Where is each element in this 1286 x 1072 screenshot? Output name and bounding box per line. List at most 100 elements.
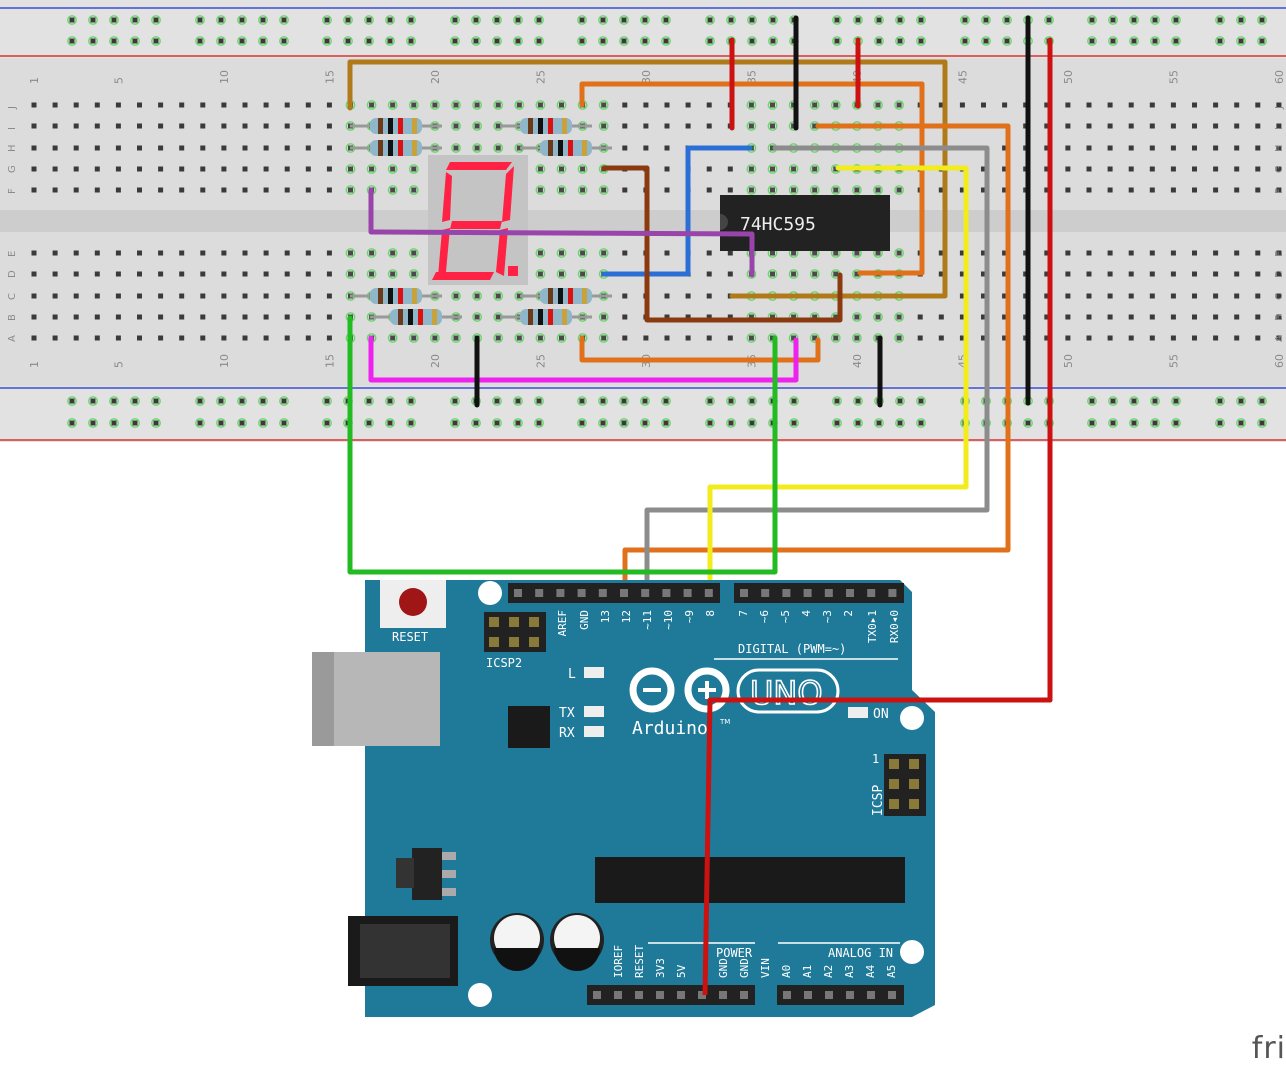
breadboard-hole[interactable]	[115, 102, 121, 108]
header-pin[interactable]	[514, 589, 522, 597]
header-pin[interactable]	[556, 589, 565, 597]
breadboard-hole[interactable]	[474, 102, 480, 108]
rail-hole[interactable]	[728, 420, 734, 426]
breadboard-hole[interactable]	[1002, 250, 1008, 256]
breadboard-hole[interactable]	[959, 102, 965, 108]
breadboard-hole[interactable]	[1234, 335, 1240, 341]
breadboard-hole[interactable]	[137, 166, 142, 172]
breadboard-hole[interactable]	[242, 293, 248, 299]
breadboard-hole[interactable]	[1128, 293, 1134, 299]
rail-hole[interactable]	[642, 398, 648, 404]
header-pin[interactable]	[888, 991, 896, 999]
breadboard-hole[interactable]	[495, 293, 501, 299]
breadboard-hole[interactable]	[432, 335, 438, 341]
rail-hole[interactable]	[1110, 17, 1116, 23]
rail-hole[interactable]	[197, 38, 203, 44]
breadboard-hole[interactable]	[263, 335, 269, 341]
rail-hole[interactable]	[1131, 17, 1137, 23]
breadboard-hole[interactable]	[73, 166, 79, 172]
breadboard-hole[interactable]	[748, 123, 754, 129]
header-pin[interactable]	[803, 589, 812, 597]
breadboard-hole[interactable]	[305, 250, 311, 256]
resistor[interactable]	[370, 309, 462, 325]
breadboard-hole[interactable]	[1086, 102, 1092, 108]
rail-hole[interactable]	[387, 17, 393, 23]
breadboard-hole[interactable]	[664, 102, 670, 108]
breadboard-hole[interactable]	[179, 250, 185, 256]
breadboard-hole[interactable]	[643, 123, 649, 129]
breadboard-hole[interactable]	[559, 102, 564, 108]
rail-hole[interactable]	[1217, 38, 1223, 44]
breadboard-hole[interactable]	[622, 187, 628, 193]
breadboard-hole[interactable]	[495, 314, 501, 320]
breadboard-hole[interactable]	[179, 123, 185, 129]
breadboard-hole[interactable]	[115, 293, 121, 299]
breadboard-hole[interactable]	[263, 166, 269, 172]
rail-hole[interactable]	[579, 420, 585, 426]
reset-button[interactable]	[399, 588, 427, 616]
breadboard-hole[interactable]	[158, 187, 164, 193]
breadboard-hole[interactable]	[1170, 250, 1176, 256]
breadboard-hole[interactable]	[959, 314, 965, 320]
breadboard-hole[interactable]	[221, 123, 227, 129]
breadboard-hole[interactable]	[263, 145, 269, 151]
breadboard-hole[interactable]	[242, 314, 248, 320]
rail-hole[interactable]	[897, 38, 903, 44]
breadboard-hole[interactable]	[1170, 314, 1176, 320]
breadboard-hole[interactable]	[115, 123, 121, 129]
breadboard-hole[interactable]	[31, 123, 37, 129]
wire-magenta-1[interactable]	[368, 335, 799, 383]
rail-hole[interactable]	[1259, 420, 1265, 426]
rail-hole[interactable]	[918, 17, 924, 23]
rail-hole[interactable]	[749, 38, 755, 44]
breadboard-hole[interactable]	[622, 123, 628, 129]
rail-hole[interactable]	[600, 38, 606, 44]
breadboard-hole[interactable]	[1149, 123, 1155, 129]
rail-hole[interactable]	[1110, 398, 1116, 404]
breadboard-hole[interactable]	[938, 314, 944, 320]
breadboard-hole[interactable]	[1213, 250, 1219, 256]
breadboard-hole[interactable]	[854, 314, 860, 320]
rail-hole[interactable]	[962, 38, 968, 44]
breadboard-hole[interactable]	[516, 335, 522, 341]
rail-hole[interactable]	[642, 17, 648, 23]
breadboard-hole[interactable]	[242, 271, 248, 277]
breadboard-hole[interactable]	[158, 314, 164, 320]
rail-hole[interactable]	[1217, 420, 1223, 426]
breadboard-hole[interactable]	[1255, 187, 1261, 193]
rail-hole[interactable]	[1173, 398, 1179, 404]
header-pin[interactable]	[598, 589, 607, 597]
breadboard-hole[interactable]	[1170, 166, 1176, 172]
rail-hole[interactable]	[1173, 38, 1179, 44]
breadboard-hole[interactable]	[1170, 271, 1176, 277]
rail-hole[interactable]	[324, 17, 330, 23]
breadboard-hole[interactable]	[115, 271, 121, 277]
breadboard-hole[interactable]	[158, 271, 164, 277]
breadboard-hole[interactable]	[326, 250, 332, 256]
breadboard-hole[interactable]	[896, 335, 902, 341]
breadboard-hole[interactable]	[1255, 335, 1261, 341]
wire-green-1[interactable]	[347, 315, 778, 575]
breadboard-hole[interactable]	[770, 250, 775, 256]
breadboard-hole[interactable]	[31, 166, 37, 172]
rail-hole[interactable]	[621, 398, 627, 404]
breadboard-hole[interactable]	[263, 271, 269, 277]
wire-gray-1[interactable]	[644, 145, 990, 595]
rail-hole[interactable]	[260, 420, 266, 426]
breadboard-hole[interactable]	[284, 271, 290, 277]
breadboard-hole[interactable]	[94, 145, 100, 151]
breadboard-hole[interactable]	[622, 102, 628, 108]
breadboard-hole[interactable]	[1044, 102, 1050, 108]
breadboard-hole[interactable]	[1002, 145, 1008, 151]
breadboard-hole[interactable]	[791, 314, 797, 320]
rail-hole[interactable]	[1259, 38, 1265, 44]
breadboard-hole[interactable]	[390, 250, 396, 256]
header-pin[interactable]	[846, 589, 854, 597]
breadboard-hole[interactable]	[453, 145, 459, 151]
breadboard-hole[interactable]	[1086, 187, 1092, 193]
rail-hole[interactable]	[834, 17, 840, 23]
power-header[interactable]	[587, 985, 755, 1005]
breadboard-hole[interactable]	[305, 187, 311, 193]
rail-hole[interactable]	[494, 420, 500, 426]
breadboard-hole[interactable]	[1255, 250, 1261, 256]
